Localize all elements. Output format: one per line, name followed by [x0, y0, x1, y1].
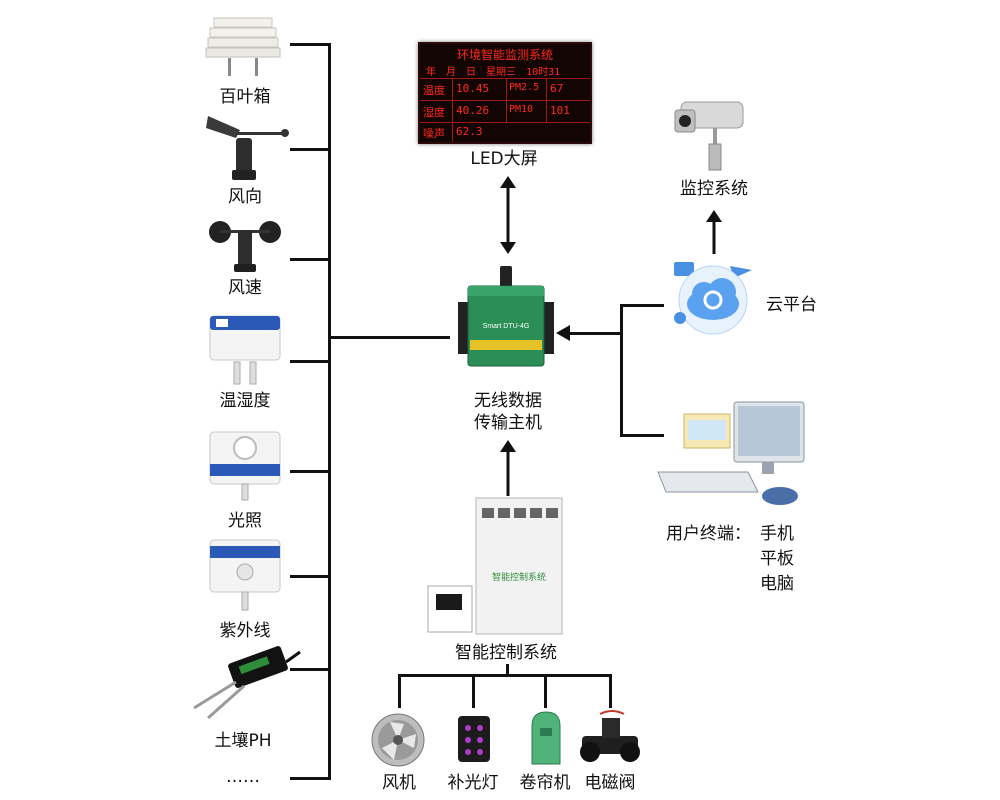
- dtu-device-text: Smart DTU-4G: [483, 323, 530, 330]
- right-connector-to-dtu: [566, 332, 622, 335]
- cloud-label: 云平台: [766, 295, 817, 315]
- light-sensor-icon: [209, 431, 281, 501]
- user-tablet: 平板: [760, 549, 794, 569]
- control-label: 智能控制系统: [455, 643, 557, 663]
- sensor-label-baiye: 百叶箱: [219, 87, 271, 107]
- sensor-label-uv: 紫外线: [219, 621, 271, 641]
- user-pc: 电脑: [760, 574, 794, 594]
- sensor-label-wind-dir: 风向: [228, 187, 262, 207]
- dtu-device-icon: Smart DTU-4G: [458, 266, 554, 367]
- soil-probe-icon: [193, 646, 301, 720]
- led-pm25-val: 67: [550, 82, 564, 95]
- camera-icon: [674, 101, 744, 171]
- led-pm10-val: 101: [550, 104, 570, 117]
- actuator-label-fill-light: 补光灯: [447, 773, 499, 793]
- user-prefix: 用户终端：: [666, 524, 751, 544]
- cloud-connector-h: [620, 304, 664, 307]
- led-pm10-key: PM10: [509, 104, 534, 115]
- bus-tick-baiye: [290, 43, 330, 46]
- led-noise-val: 62.3: [456, 125, 483, 138]
- curtain-motor-icon: [531, 711, 561, 765]
- cloud-platform-icon: [674, 262, 752, 335]
- uv-sensor-icon: [209, 539, 281, 611]
- sensor-label-wind-speed: 风速: [228, 278, 262, 298]
- cabinet-text: 智能控制系统: [492, 571, 546, 582]
- sensor-label-more: ……: [226, 767, 260, 787]
- led-pm25-key: PM2.5: [509, 82, 540, 93]
- actuator-drop-valve: [609, 674, 612, 708]
- control-cabinet-icon: 智能控制系统: [427, 497, 563, 635]
- bus-tick-temp-hum: [290, 360, 330, 363]
- led-date-line: 年 月 日 星期三 10时31: [426, 67, 561, 78]
- computer-icon: [657, 401, 805, 505]
- sensor-bus-vertical: [328, 43, 331, 780]
- led-title: 环境智能监测系统: [456, 48, 553, 62]
- actuator-label-curtain: 卷帘机: [519, 773, 571, 793]
- sensor-bus-to-dtu: [328, 336, 450, 339]
- bus-tick-soil: [290, 668, 330, 671]
- pc-connector-h: [620, 434, 664, 437]
- fill-light-icon: [458, 716, 490, 762]
- arrow-to-dtu-icon: [556, 325, 570, 341]
- arrow-dtu-led-icon: [500, 176, 516, 254]
- actuator-drop-fan: [398, 674, 401, 708]
- bus-tick-light: [290, 470, 330, 473]
- user-phone: 手机: [760, 524, 794, 544]
- louver-box-icon: [205, 17, 281, 76]
- actuator-label-valve: 电磁阀: [584, 773, 636, 793]
- led-temp-val: 10.45: [456, 82, 490, 95]
- led-hum-val: 40.26: [456, 104, 490, 117]
- bus-tick-wind-speed: [290, 258, 330, 261]
- arrow-cloud-to-monitor-icon: [706, 210, 722, 254]
- actuator-label-fan: 风机: [382, 773, 416, 793]
- sensor-label-temp-hum: 温湿度: [219, 391, 271, 411]
- monitor-label: 监控系统: [680, 179, 748, 199]
- actuator-bus-h: [398, 674, 612, 677]
- led-hum-key: 湿度: [423, 106, 445, 119]
- right-connector-v: [620, 304, 623, 437]
- arrow-control-to-dtu-icon: [500, 440, 516, 496]
- bus-tick-wind-dir: [290, 148, 330, 151]
- led-label: LED大屏: [470, 149, 538, 169]
- anemometer-icon: [209, 221, 281, 272]
- bus-tick-uv: [290, 575, 330, 578]
- dtu-label-line1: 无线数据: [474, 391, 542, 411]
- actuator-drop-curtain: [544, 674, 547, 708]
- sensor-label-light: 光照: [228, 511, 262, 531]
- control-to-bus: [506, 664, 509, 676]
- sensor-label-soil-ph: 土壤PH: [214, 731, 272, 751]
- dtu-label-line2: 传输主机: [474, 413, 542, 433]
- bus-tick-more: [290, 777, 330, 780]
- actuator-drop-light: [472, 674, 475, 708]
- temp-humidity-sensor-icon: [209, 315, 281, 385]
- led-noise-key: 噪声: [423, 127, 445, 140]
- solenoid-valve-icon: [580, 710, 640, 762]
- led-screen: 环境智能监测系统 年 月 日 星期三 10时31 温度 10.45 PM2.5 …: [418, 42, 592, 144]
- fan-icon: [371, 713, 425, 767]
- led-temp-key: 温度: [423, 84, 445, 97]
- wind-vane-icon: [206, 116, 289, 180]
